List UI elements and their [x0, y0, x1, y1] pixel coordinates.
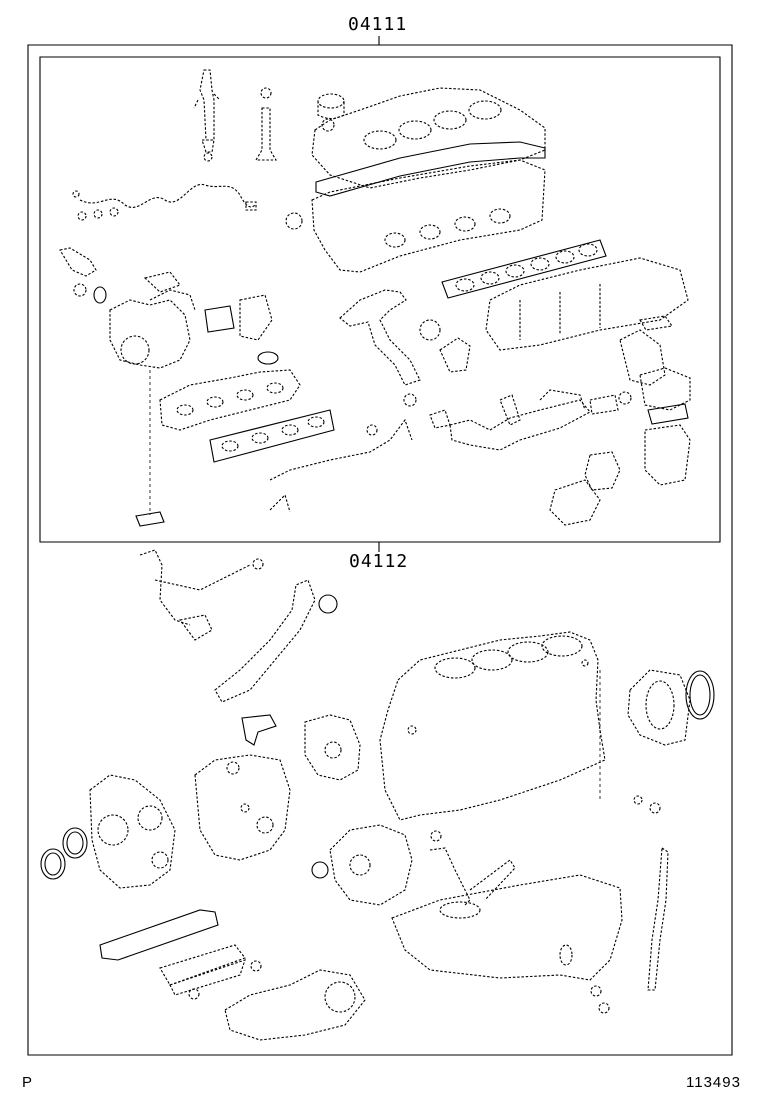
turbo-drain-gasket — [136, 370, 164, 526]
oil-dipstick-guide — [648, 848, 668, 990]
oil-pan — [392, 848, 622, 1013]
front-cover — [90, 775, 175, 888]
injector — [194, 70, 220, 161]
exhaust-manifold — [160, 370, 300, 430]
inner-frame-04111 — [40, 57, 720, 552]
egr-cooler — [430, 338, 631, 450]
cylinder-block — [380, 632, 605, 820]
illustration-number: 113493 — [686, 1074, 741, 1091]
rear-oil-seal-retainer — [628, 670, 714, 745]
oil-pump-housing — [225, 970, 365, 1040]
turbo-gaskets — [205, 295, 278, 364]
valve — [256, 88, 276, 160]
intake-manifold — [486, 258, 688, 350]
egr-valve-assembly — [550, 330, 690, 525]
timing-cover-gasket — [242, 715, 276, 745]
page-marker: P — [22, 1074, 34, 1091]
water-outlet-pipe — [215, 580, 337, 702]
injection-pump — [312, 825, 441, 905]
intake-gasket — [442, 240, 606, 298]
oil-strainer-gasket — [100, 910, 218, 960]
water-pump-gasket — [305, 715, 360, 780]
timing-cover-plate — [195, 755, 290, 860]
oil-cooler — [160, 945, 261, 999]
cylinder-head-cover — [312, 88, 545, 188]
egr-pipe — [340, 290, 440, 406]
exhaust-gasket — [210, 410, 334, 462]
kit-label-04111: 04111 — [348, 14, 408, 35]
oil-pipe — [140, 550, 263, 640]
glow-plug-harness — [73, 184, 256, 220]
kit-label-04112: 04112 — [349, 551, 409, 572]
oil-feed-lines — [60, 248, 412, 512]
cylinder-head — [286, 160, 545, 272]
front-oil-seals — [41, 828, 87, 879]
turbocharger — [110, 272, 195, 368]
outer-frame-04112 — [28, 36, 732, 1055]
head-cover-gasket — [316, 142, 545, 196]
block-plugs — [600, 670, 660, 813]
